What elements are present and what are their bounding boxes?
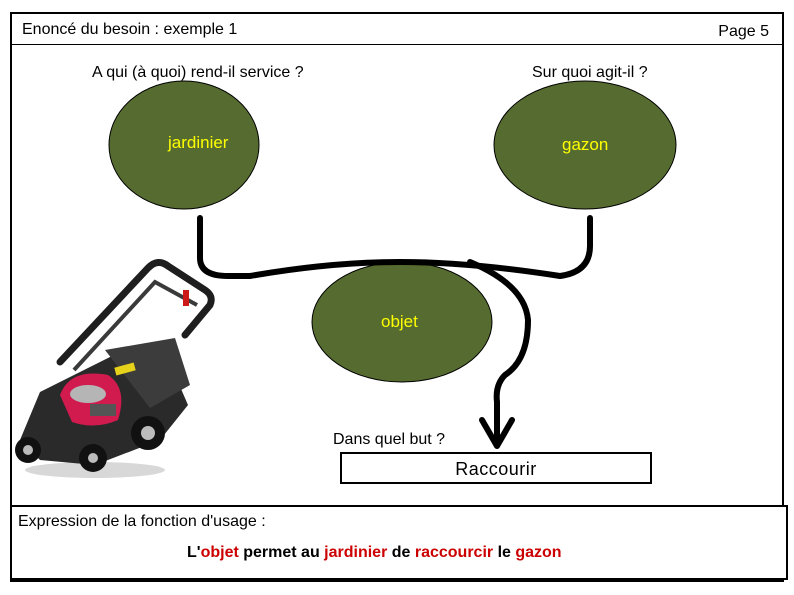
bubble-product-label: objet: [381, 312, 418, 331]
expression-box: Expression de la fonction d'usage : L'ob…: [10, 505, 788, 580]
page-title: Enoncé du besoin : exemple 1: [22, 21, 238, 38]
lawn-mower-illustration: [15, 259, 215, 478]
question-what: Sur quoi agit-il ?: [532, 64, 648, 81]
header-divider: [10, 44, 784, 45]
expression-word-jardinier: jardinier: [324, 544, 388, 561]
bubble-user: [108, 80, 260, 210]
purpose-arrow: [467, 259, 532, 441]
page-number: Page 5: [718, 23, 769, 40]
expression-part: de: [387, 544, 415, 561]
expression-word-objet: objet: [200, 544, 239, 561]
expression-word-gazon: gazon: [515, 544, 562, 561]
purpose-text: Raccourir: [455, 459, 537, 479]
purpose-box: Raccourir: [340, 452, 652, 484]
bubble-user-label: jardinier: [168, 133, 229, 152]
expression-part: le: [493, 544, 516, 561]
expression-part: permet au: [238, 544, 325, 561]
bubble-material-label: gazon: [562, 135, 609, 154]
expression-label: Expression de la fonction d'usage :: [18, 513, 266, 530]
page-frame: [10, 12, 784, 582]
question-who: A qui (à quoi) rend-il service ?: [92, 64, 304, 81]
expression-word-raccourcir: raccourcir: [414, 544, 494, 561]
arrow-head-icon: [479, 417, 515, 449]
expression-sentence: L'objet permet au jardinier de raccourci…: [187, 544, 562, 562]
bubble-material: [493, 80, 677, 210]
expression-part: L': [187, 544, 201, 561]
question-why: Dans quel but ?: [333, 431, 446, 448]
horn-curve: [197, 215, 593, 280]
